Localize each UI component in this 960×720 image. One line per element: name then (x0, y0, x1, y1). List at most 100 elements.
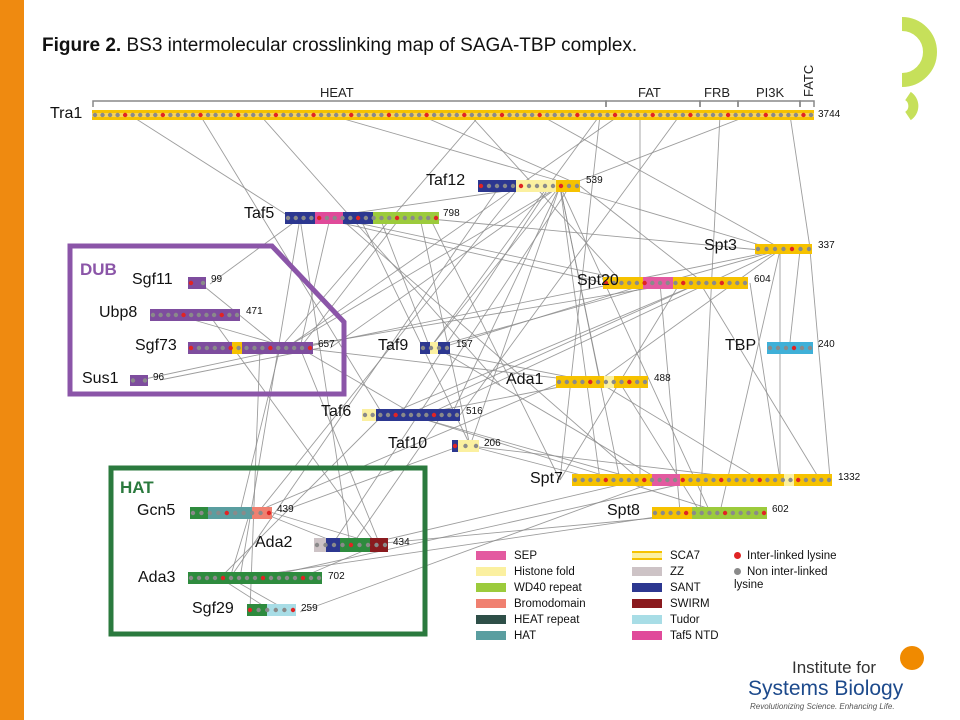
crosslink-line (299, 347, 601, 384)
non-inter-linked-lysine (314, 542, 320, 548)
non-inter-linked-lysine (454, 112, 459, 118)
label-sus1: Sus1 (82, 370, 119, 387)
crosslink-line (429, 249, 781, 349)
legend-item-heat-repeat: HEAT repeat (476, 614, 579, 627)
inter-linked-lysine (575, 112, 580, 118)
non-inter-linked-lysine (100, 112, 105, 118)
non-inter-linked-lysine (387, 215, 392, 221)
non-inter-linked-lysine (282, 607, 287, 613)
inter-linked-lysine (518, 183, 524, 189)
non-inter-linked-lysine (650, 280, 655, 286)
inter-linked-lysine (386, 112, 392, 118)
non-inter-linked-lysine (356, 112, 361, 118)
domain-segment (150, 309, 240, 321)
hat-label: HAT (120, 478, 154, 497)
non-inter-linked-lysine (803, 477, 809, 483)
non-inter-linked-lysine (220, 112, 226, 118)
non-inter-linked-lysine (781, 246, 786, 252)
length-ada3: 702 (328, 571, 345, 582)
decorative-ring (901, 17, 937, 121)
non-inter-linked-lysine (196, 575, 202, 581)
non-inter-linked-lysine (673, 112, 678, 118)
non-inter-linked-lysine (292, 575, 298, 581)
figure-label: Figure 2. (42, 35, 122, 56)
label-ubp8: Ubp8 (99, 304, 137, 321)
non-inter-linked-lysine (252, 575, 258, 581)
legend-label-swirm: SWIRM (670, 598, 710, 610)
length-sgf73: 657 (318, 339, 335, 350)
non-inter-linked-lysine (168, 112, 173, 118)
length-spt8: 602 (772, 504, 789, 515)
inter-linked-lysine (478, 183, 484, 189)
non-inter-linked-lysine (447, 112, 452, 118)
legend: SEP Histone fold WD40 repeat Bromodomain… (476, 550, 876, 650)
non-inter-linked-lysine (288, 112, 294, 118)
crosslink-line (289, 114, 621, 346)
non-inter-linked-lysine (258, 112, 264, 118)
crosslink-line (379, 282, 701, 419)
non-inter-linked-lysine (735, 280, 740, 286)
non-inter-linked-lysine (166, 312, 171, 318)
legend-item-sca7: SCA7 (632, 550, 700, 563)
inter-linked-lysine (160, 112, 166, 118)
domain-segment (188, 277, 206, 289)
domain-segment (680, 474, 784, 486)
non-inter-linked-lysine (252, 345, 257, 351)
crosslink-line (559, 185, 601, 481)
crosslink-line (559, 185, 771, 249)
inter-linked-lysine (300, 575, 306, 581)
domain-segment (208, 507, 252, 519)
non-inter-linked-lysine (281, 112, 286, 118)
non-inter-linked-lysine (704, 280, 709, 286)
inter-linked-lysine (612, 112, 618, 118)
non-inter-linked-lysine (688, 280, 694, 286)
non-inter-linked-lysine (588, 477, 593, 483)
non-inter-linked-lysine (726, 477, 732, 483)
crosslink-line (599, 382, 761, 481)
label-taf9: Taf9 (378, 337, 408, 354)
non-inter-linked-lysine (382, 542, 388, 548)
non-inter-linked-lysine (138, 112, 143, 118)
non-inter-linked-lysine (409, 112, 414, 118)
non-inter-linked-lysine (635, 112, 640, 118)
figure-title-text: BS3 intermolecular crosslinking map of S… (126, 35, 638, 56)
non-inter-linked-lysine (326, 112, 331, 118)
crosslink-line (229, 511, 251, 579)
non-inter-linked-lysine (574, 183, 580, 189)
non-inter-linked-lysine (340, 542, 345, 548)
label-spt8: Spt8 (607, 502, 640, 519)
non-inter-linked-lysine (676, 510, 681, 516)
legend-swatch-sep (476, 551, 506, 561)
non-inter-linked-lysine (703, 477, 709, 483)
non-inter-linked-lysine (291, 345, 297, 351)
domain-segment (692, 507, 767, 519)
non-inter-linked-lysine (783, 345, 789, 351)
crosslink-line (259, 382, 561, 511)
non-inter-linked-lysine (331, 542, 337, 548)
domain-frb: FRB (704, 85, 730, 100)
legend-label-histone-fold: Histone fold (514, 566, 575, 578)
inter-linked-lysine (394, 215, 400, 221)
inter-linked-lysine (452, 443, 458, 449)
non-inter-linked-lysine (826, 477, 832, 483)
non-inter-linked-lysine (473, 443, 479, 449)
crosslink-line (249, 347, 261, 611)
legend-label-sca7: SCA7 (670, 550, 701, 562)
non-inter-linked-lysine (348, 215, 353, 221)
non-inter-linked-lysine (703, 112, 708, 118)
non-inter-linked-lysine (324, 215, 330, 221)
inter-linked-lysine (393, 412, 398, 418)
non-inter-linked-lysine (526, 183, 532, 189)
non-inter-linked-lysine (668, 510, 673, 516)
label-ada3: Ada3 (138, 569, 175, 586)
non-inter-linked-lysine (695, 477, 701, 483)
inter-linked-lysine (316, 215, 322, 221)
domain-segment (285, 212, 315, 224)
non-inter-linked-lysine (611, 379, 616, 385)
crosslink-line (419, 217, 471, 447)
inter-linked-lysine (260, 575, 266, 581)
bar-sgf29 (247, 604, 296, 616)
crosslink-line (699, 114, 721, 513)
inter-linked-lysine (307, 345, 313, 351)
crosslink-line (299, 479, 661, 613)
